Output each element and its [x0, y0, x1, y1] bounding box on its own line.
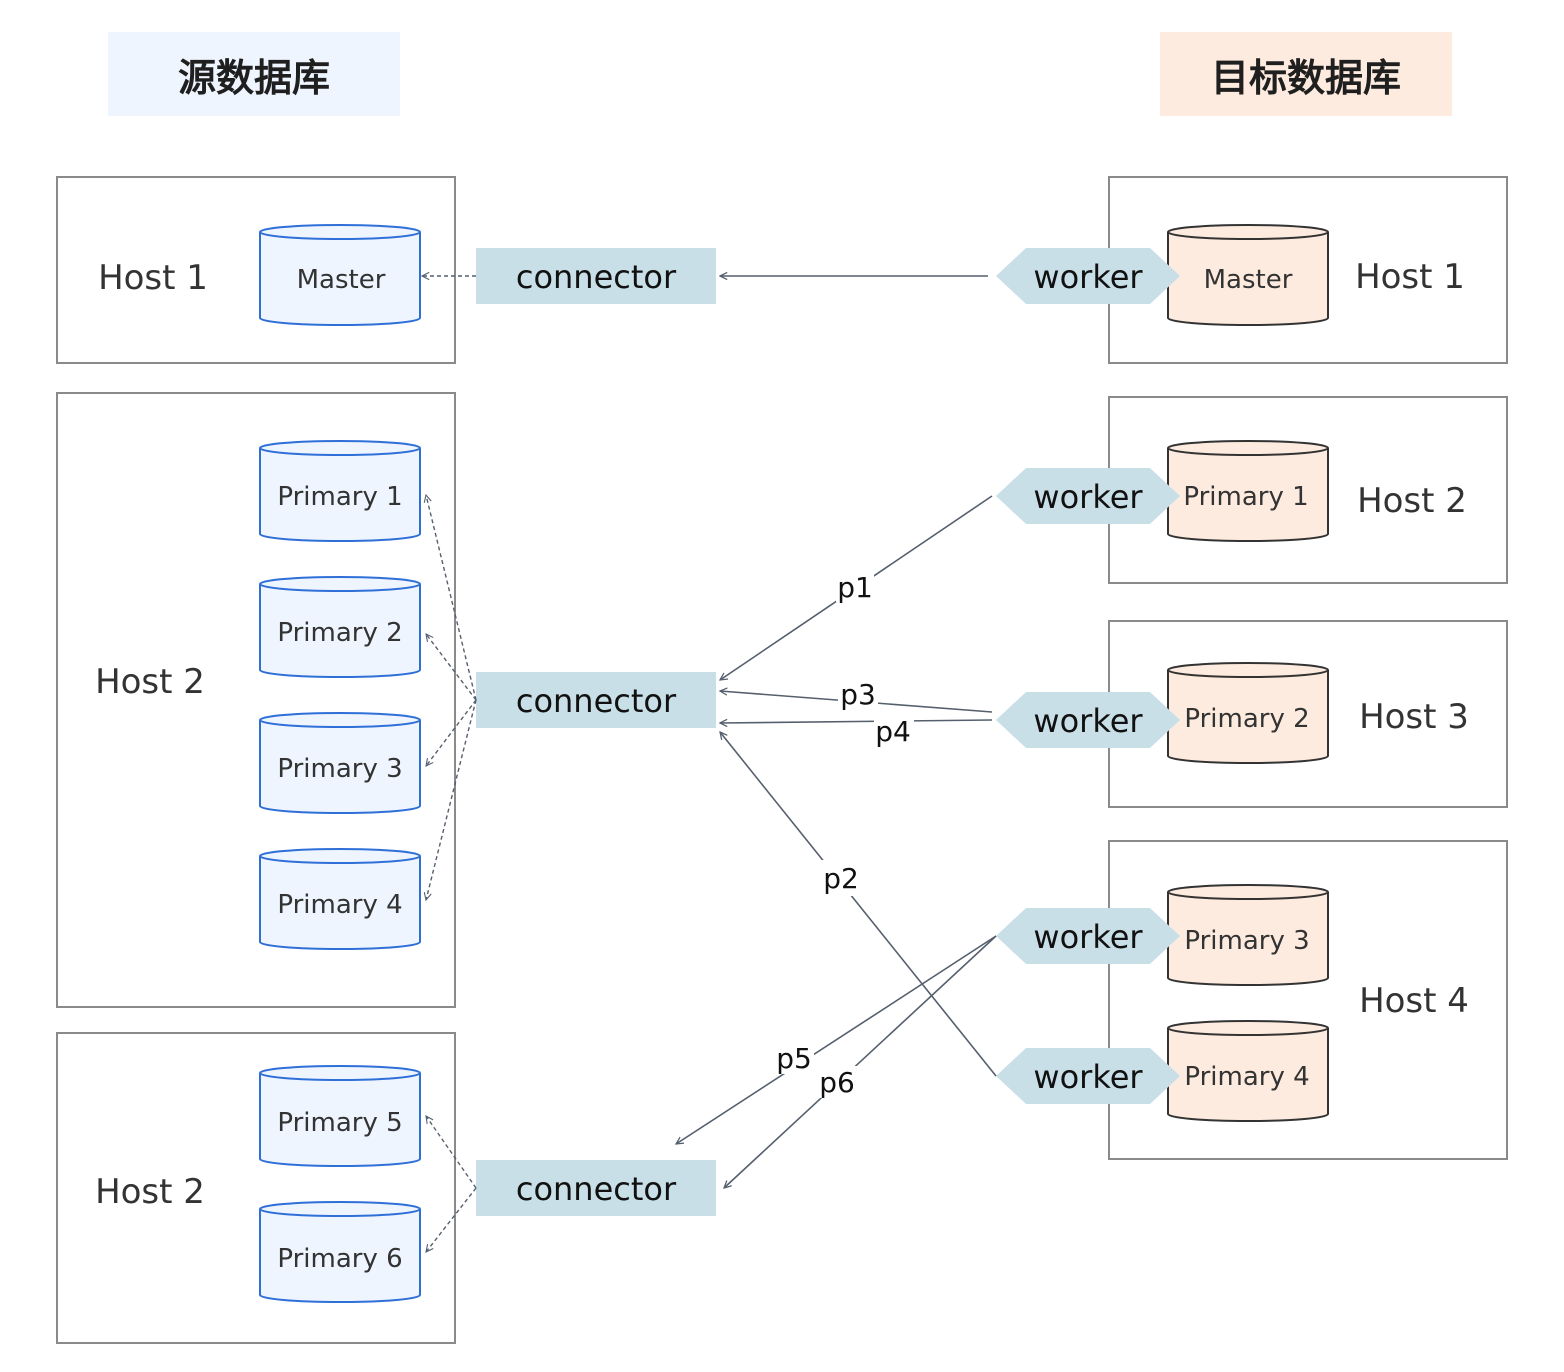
source-db-cylinder: Primary 2 [259, 576, 421, 678]
p2-link [720, 732, 997, 1077]
svg-text:p3: p3 [840, 678, 876, 711]
db-label: Master [1204, 265, 1293, 295]
db-label: Primary 1 [277, 482, 402, 512]
worker-label: worker [1033, 258, 1143, 296]
worker-box [996, 1048, 1180, 1104]
target-host-label: Host 1 [1355, 257, 1465, 297]
worker-box [996, 468, 1180, 524]
target-db-header: 目标数据库 [1160, 32, 1452, 116]
edge-label: p3 [838, 678, 878, 711]
db-label: Primary 6 [277, 1244, 402, 1274]
source-db-header: 源数据库 [108, 32, 400, 116]
db-label: Primary 3 [1184, 926, 1309, 956]
dotted-link [426, 495, 477, 701]
worker-label: worker [1033, 1058, 1143, 1096]
target-db-cylinder: Master [1167, 224, 1329, 326]
source-host-label: Host 1 [98, 258, 208, 298]
worker-box [996, 908, 1180, 964]
source-db-cylinder: Primary 6 [259, 1201, 421, 1303]
svg-text:p1: p1 [837, 571, 873, 604]
target-host-label: Host 4 [1359, 981, 1469, 1021]
db-label: Master [297, 265, 386, 295]
db-label: Primary 1 [1183, 482, 1308, 512]
worker-label: worker [1033, 702, 1143, 740]
connector-box [476, 1160, 716, 1216]
db-label: Primary 3 [277, 754, 402, 784]
source-host-label: Host 2 [95, 1172, 205, 1212]
target-db-cylinder: Primary 1 [1167, 440, 1329, 542]
connector-label: connector [516, 682, 677, 720]
edge-label: p6 [816, 1066, 858, 1099]
source-host-label: Host 2 [95, 662, 205, 702]
connector-box [476, 672, 716, 728]
worker-box [996, 248, 1180, 304]
svg-text:p5: p5 [776, 1042, 812, 1075]
db-label: Primary 2 [277, 618, 402, 648]
edge-label: p5 [774, 1042, 814, 1075]
source-db-cylinder: Primary 3 [259, 712, 421, 814]
target-host-label: Host 2 [1357, 481, 1467, 521]
dotted-link [426, 1116, 477, 1189]
worker-label: worker [1033, 478, 1143, 516]
connector-box [476, 248, 716, 304]
connector-label: connector [516, 1170, 677, 1208]
edge-label: p2 [820, 860, 862, 896]
source-db-cylinder: Master [259, 224, 421, 326]
connector-label: connector [516, 258, 677, 296]
target-db-cylinder: Primary 4 [1167, 1020, 1329, 1122]
svg-text:p2: p2 [823, 862, 859, 895]
target-db-cylinder: Primary 2 [1167, 662, 1329, 764]
p5-link [676, 935, 997, 1144]
source-db-cylinder: Primary 5 [259, 1065, 421, 1167]
target-db-cylinder: Primary 3 [1167, 884, 1329, 986]
svg-text:p6: p6 [819, 1066, 855, 1099]
worker-box [996, 692, 1180, 748]
p6-link [724, 935, 997, 1188]
db-label: Primary 4 [1184, 1062, 1309, 1092]
worker-label: worker [1033, 918, 1143, 956]
dotted-link [426, 699, 477, 900]
db-label: Primary 5 [277, 1108, 402, 1138]
svg-text:p4: p4 [875, 715, 911, 748]
p4-link [720, 720, 993, 723]
db-label: Primary 2 [1184, 704, 1309, 734]
source-db-cylinder: Primary 4 [259, 848, 421, 950]
db-label: Primary 4 [277, 890, 402, 920]
target-host-label: Host 3 [1359, 697, 1469, 737]
edge-label: p1 [836, 570, 874, 604]
source-db-cylinder: Primary 1 [259, 440, 421, 542]
edge-label: p4 [874, 714, 914, 748]
